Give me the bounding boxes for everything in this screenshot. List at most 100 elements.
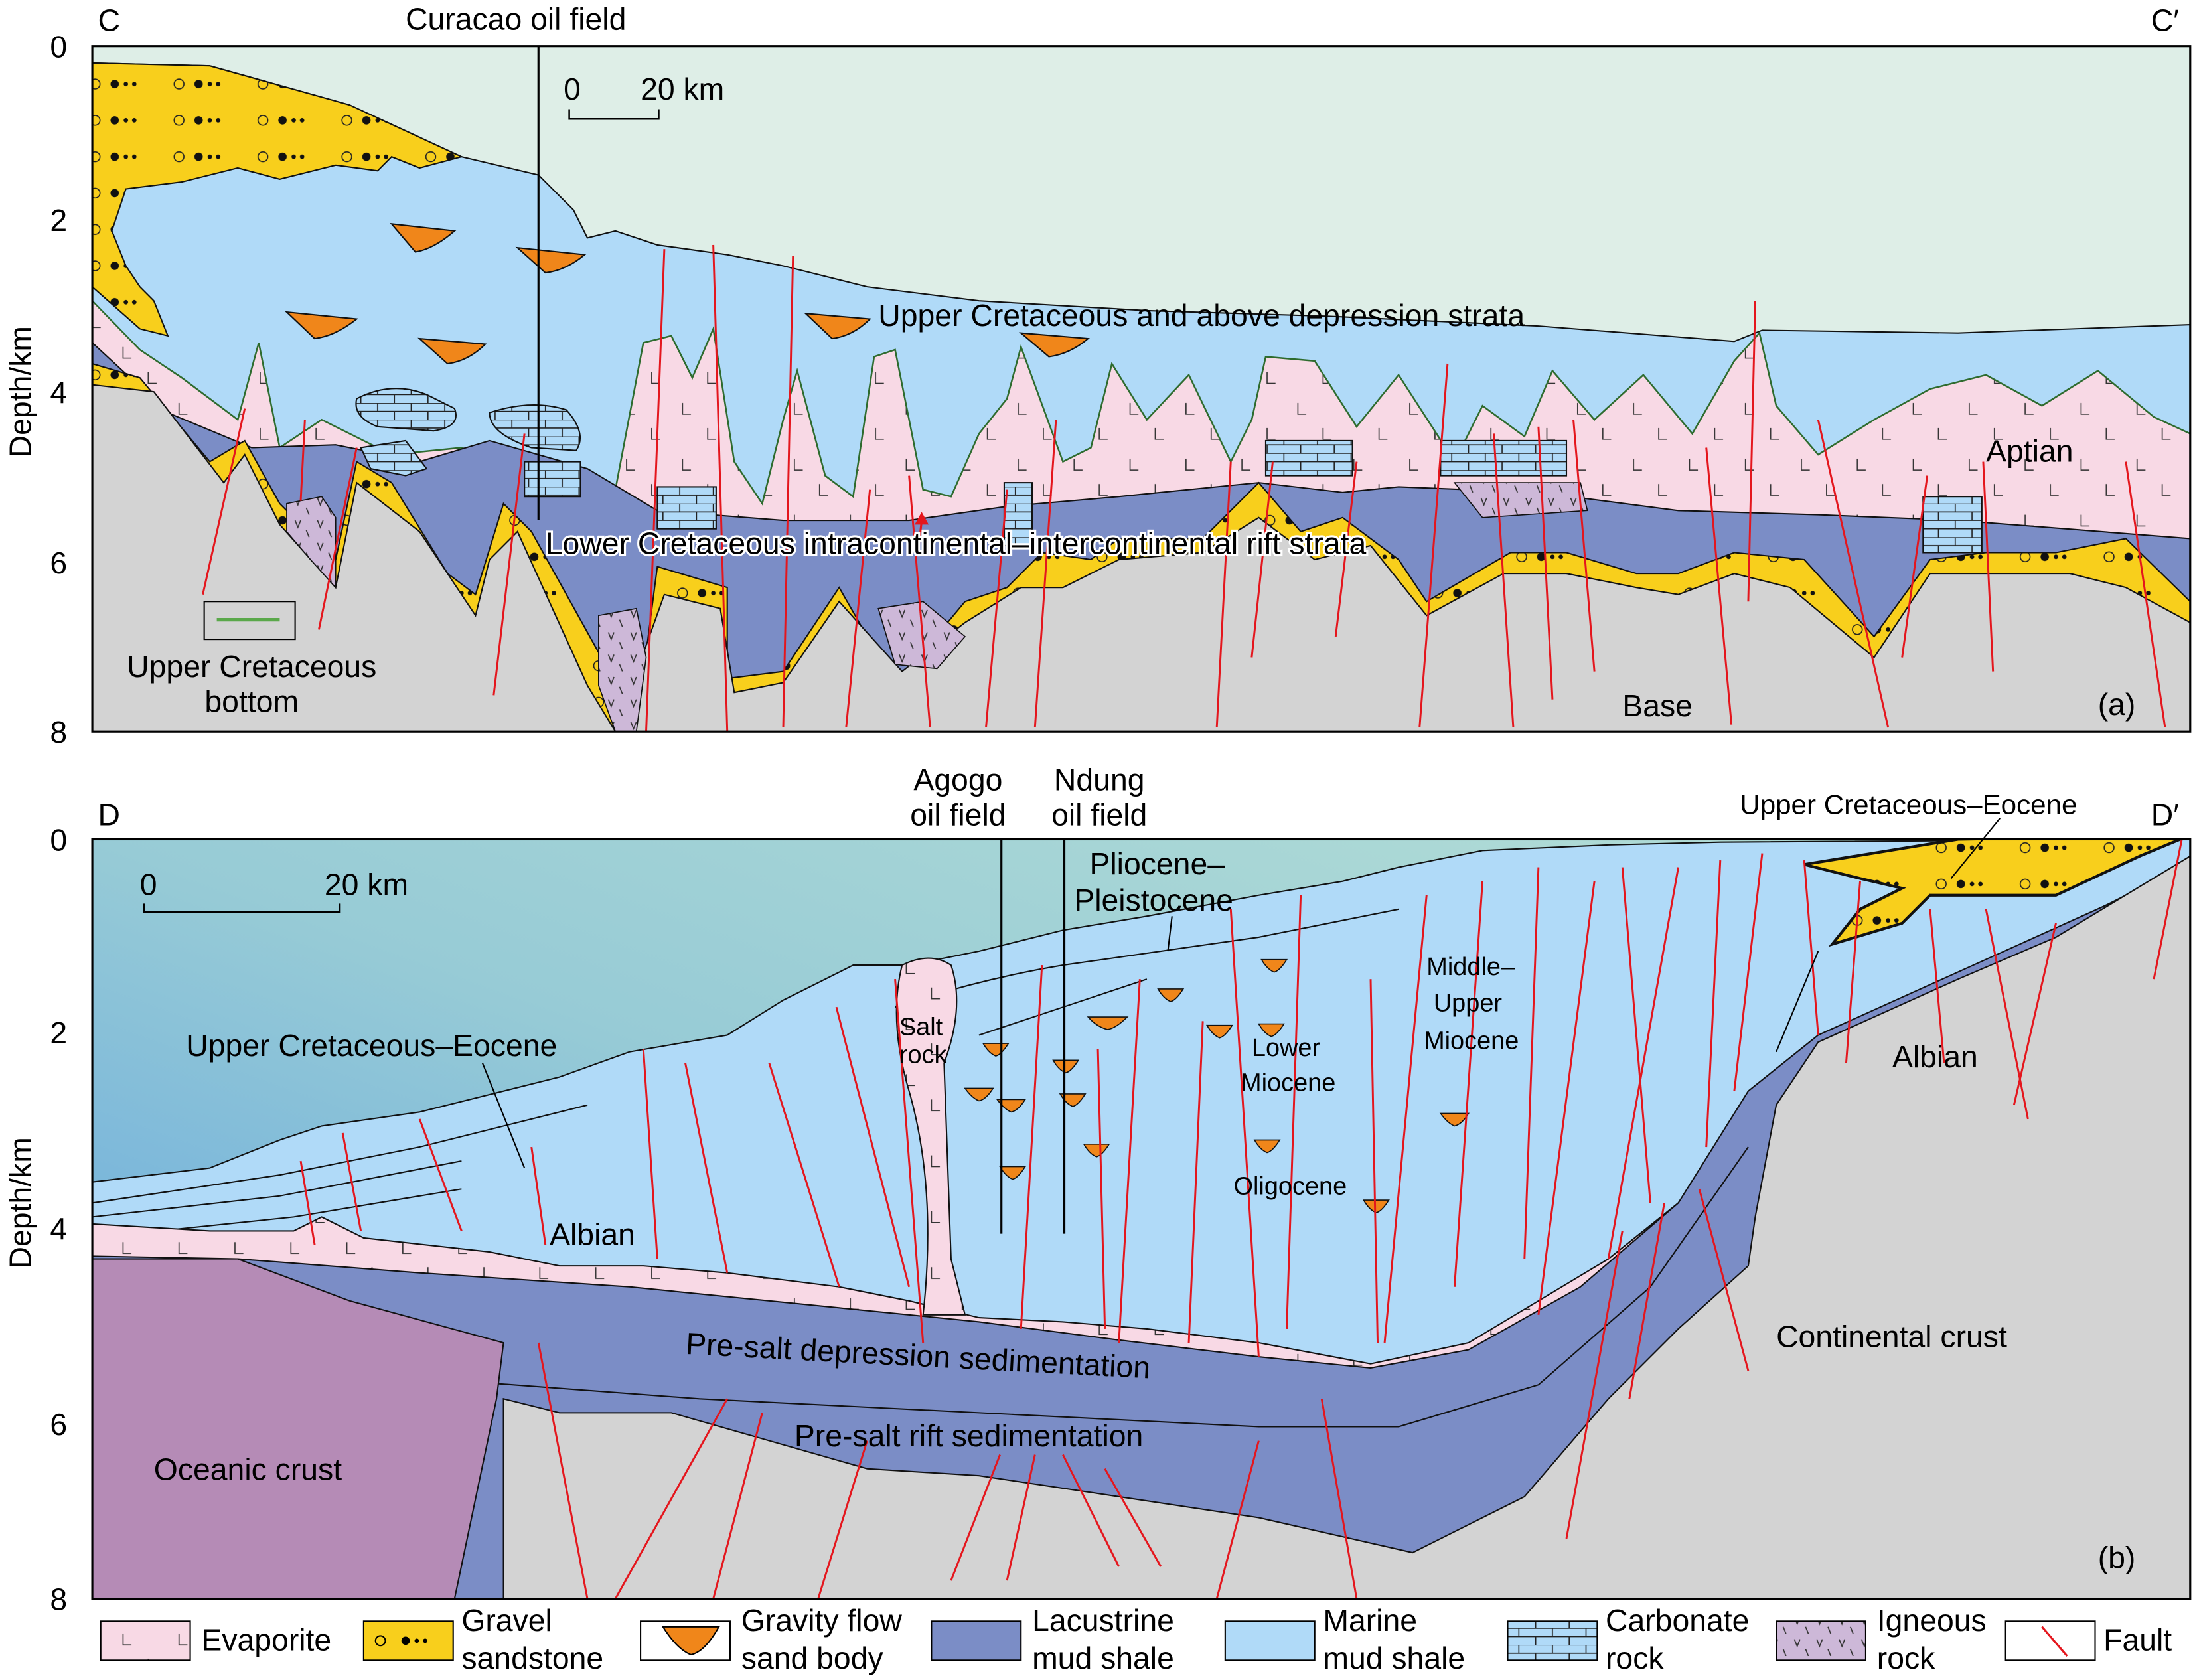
lower-miocene-label: Lower (1252, 1034, 1320, 1062)
panel-b: D D′ Agogo oil field Ndung oil field Dep… (3, 763, 2192, 1616)
faults (299, 839, 2183, 1599)
lacustrine-swatch (931, 1620, 1022, 1661)
sand-body (1206, 1024, 1233, 1039)
panel-b-frame (91, 838, 2192, 1600)
scale-start: 0 (564, 72, 581, 106)
carbonate-body (656, 486, 717, 530)
salt-rock-label: Salt (899, 1013, 943, 1041)
sand-body (964, 1087, 994, 1102)
leader-line (1776, 951, 1819, 1053)
y-tick: 2 (50, 1016, 67, 1050)
igneous-rock (286, 496, 337, 589)
salt-rock-label-2: rock (899, 1041, 948, 1069)
fault-icon (2041, 1626, 2068, 1657)
panel-a: C C′ Curacao oil field Depth/km 0 2 4 6 … (3, 1, 2192, 750)
legend-label: Evaporite (201, 1623, 331, 1657)
legend-label: Carbonate (1606, 1603, 1749, 1638)
y-tick: 4 (50, 375, 67, 410)
sand-body (1052, 1059, 1080, 1074)
oil-field-1-line2: oil field (910, 797, 1006, 832)
continental-crust (502, 855, 2190, 1599)
y-tick: 8 (50, 1582, 67, 1616)
middle-upper-miocene-label: Middle– (1426, 953, 1515, 981)
legend-item-evaporite: Evaporite (100, 1620, 331, 1661)
oil-field-label: Curacao oil field (406, 1, 626, 36)
igneous-rock (1453, 482, 1588, 518)
uce-top-label: Upper Cretaceous–Eocene (1740, 789, 2077, 820)
y-ticks: 0 2 4 6 8 (50, 30, 67, 750)
scale-bar: 0 20 km (140, 868, 408, 913)
marine-swatch (1224, 1620, 1316, 1661)
oil-field-2-line1: Ndung (1054, 763, 1145, 797)
legend: Evaporite Gravel sandstone Gravity flow … (100, 1603, 2172, 1675)
scale-end: 20 km (325, 868, 408, 902)
carbonate-rocks (355, 388, 1983, 554)
igneous-rock (598, 607, 647, 732)
carbonate-body (1922, 496, 1983, 554)
sand-body (1260, 958, 1288, 973)
panel-a-frame (91, 45, 2192, 733)
sand-body (515, 246, 587, 274)
legend-label: Gravity flow (741, 1603, 903, 1638)
carbonate-body (355, 388, 457, 432)
oceanic-crust-label: Oceanic crust (154, 1452, 342, 1487)
upper-strata-label: Upper Cretaceous and above depression st… (878, 298, 1525, 333)
sand-body (285, 311, 358, 340)
basement (92, 384, 2190, 732)
legend-label: Igneous (1877, 1603, 1987, 1638)
y-tick: 0 (50, 822, 67, 857)
panel-b-tag: (b) (2098, 1540, 2136, 1574)
carbonate-body (360, 439, 428, 477)
carbonate-swatch (1507, 1620, 1598, 1661)
legend-label: Lacustrine (1032, 1603, 1174, 1638)
oligocene-label: Oligocene (1234, 1173, 1347, 1201)
inset-legend-label: Upper Cretaceous bottom (127, 649, 377, 720)
y-tick: 2 (50, 203, 67, 238)
section-end-label: C′ (2151, 3, 2179, 38)
carbonate-body (1003, 482, 1033, 546)
sand-body (1253, 1139, 1281, 1154)
carbonate-body (489, 404, 581, 451)
legend-item-marine: Marine mud shale (1224, 1603, 1465, 1675)
scale-bar: 0 20 km (564, 72, 724, 120)
sand-body (1083, 1143, 1110, 1158)
presalt-rift-label: Pre-salt rift sedimentation (794, 1418, 1143, 1453)
y-tick: 8 (50, 715, 67, 749)
sand-body (1363, 1199, 1390, 1213)
leader-line (1950, 818, 2001, 879)
marine-bed-lines (92, 908, 1399, 1239)
legend-label-2: rock (1877, 1641, 1935, 1675)
gravel-sandstone-top (92, 62, 464, 337)
uce-left-label: Upper Cretaceous–Eocene (186, 1028, 557, 1063)
scale-start: 0 (140, 868, 157, 902)
pliocene-label: Pliocene– (1089, 846, 1225, 881)
y-axis-label: Depth/km (3, 326, 37, 457)
y-tick: 6 (50, 546, 67, 580)
sand-body (1087, 1016, 1129, 1030)
middle-upper-miocene-label-3: Miocene (1424, 1028, 1519, 1055)
legend-item-fault: Fault (2004, 1620, 2172, 1661)
legend-label-2: sandstone (461, 1641, 603, 1675)
inset-legend-upper-cretaceous-bottom: Upper Cretaceous bottom (127, 601, 377, 720)
evaporite-swatch (100, 1620, 191, 1661)
leader-line (481, 1063, 526, 1169)
legend-label: Marine (1323, 1603, 1417, 1638)
scale-end: 20 km (641, 72, 724, 106)
gravel-sandstone-wedge (1803, 839, 2184, 947)
legend-label: Gravel (461, 1603, 552, 1638)
carbonate-body (524, 461, 581, 498)
gravel-icon (374, 1635, 386, 1647)
legend-label-2: mud shale (1032, 1641, 1174, 1675)
presalt-rift-line (92, 1146, 1749, 1428)
legend-item-lacustrine: Lacustrine mud shale (931, 1603, 1174, 1675)
sand-body (1257, 1023, 1285, 1037)
lower-miocene-label-2: Miocene (1241, 1069, 1335, 1097)
legend-label: Fault (2103, 1623, 2172, 1657)
base-label: Base (1622, 688, 1693, 723)
sand-body (417, 337, 487, 365)
y-tick: 6 (50, 1407, 67, 1442)
igneous-swatch (1776, 1620, 1866, 1661)
y-axis-label: Depth/km (3, 1137, 37, 1268)
fault-swatch (2004, 1620, 2096, 1661)
legend-item-igneous: Igneous rock (1776, 1603, 1987, 1675)
